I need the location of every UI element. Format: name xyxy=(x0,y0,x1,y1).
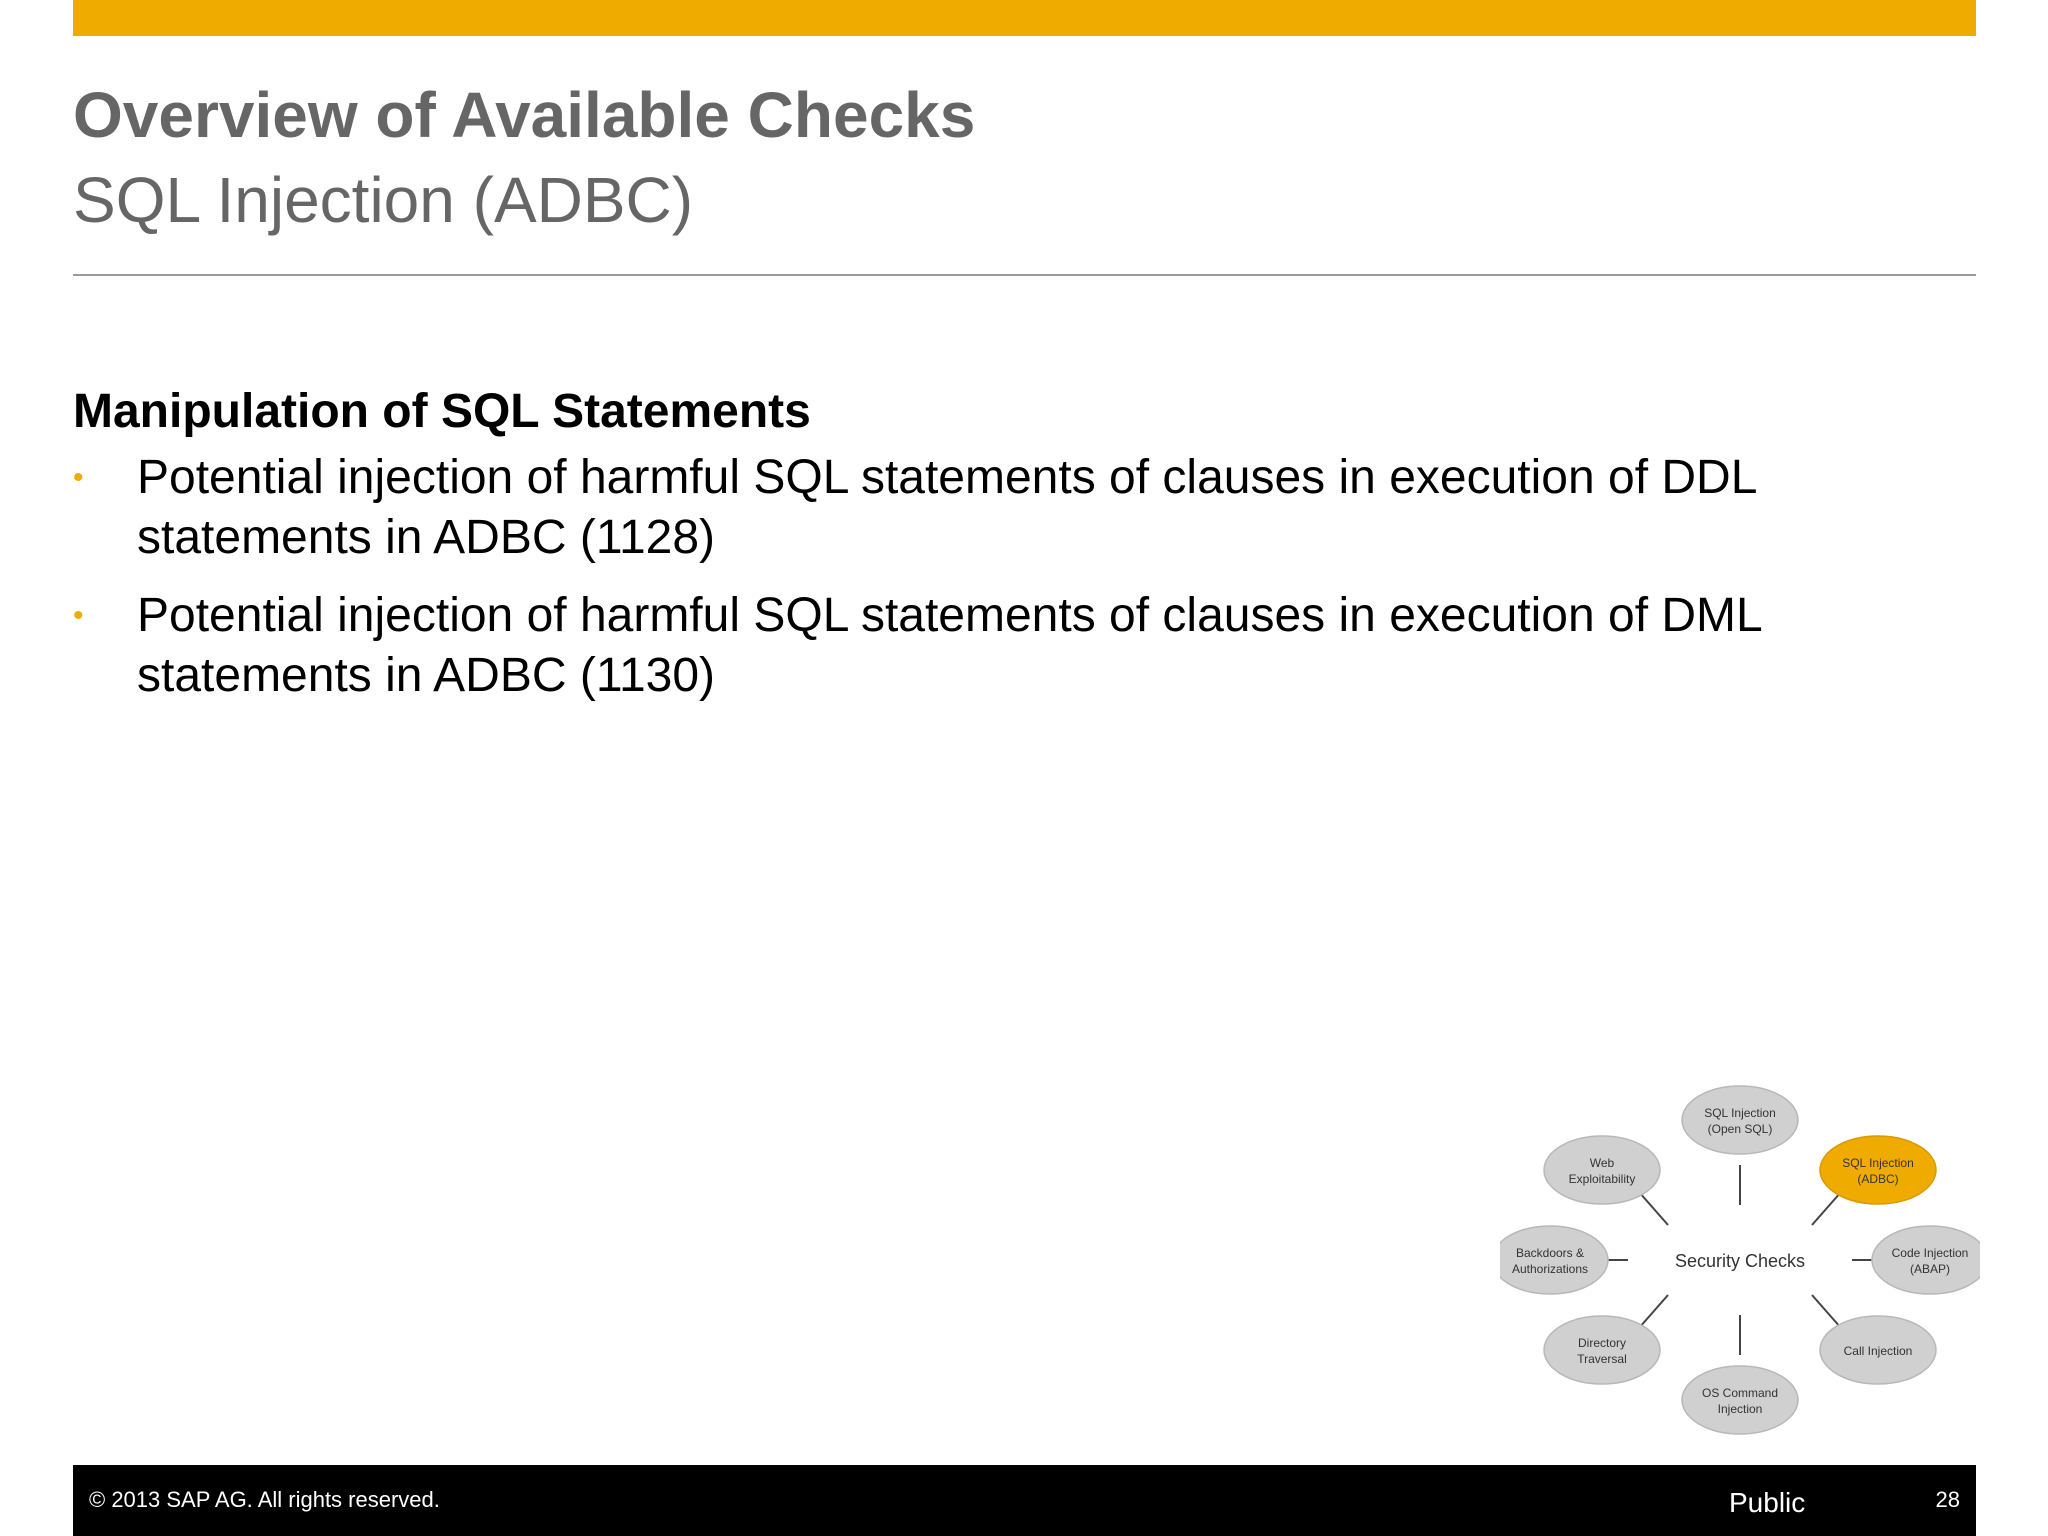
diagram-node-sql-adbc: SQL Injection (ADBC) xyxy=(1819,1135,1937,1205)
diagram-node-label: SQL Injection xyxy=(1842,1156,1914,1170)
bullet-text-line2: statements in ADBC (1128) xyxy=(137,511,716,564)
diagram-node-label: Authorizations xyxy=(1512,1262,1588,1276)
bullet-item-dml: • Potential injection of harmful SQL sta… xyxy=(73,586,1953,706)
diagram-spoke xyxy=(1638,1191,1669,1226)
slide-title: Overview of Available Checks xyxy=(73,79,976,151)
bullet-dot-icon: • xyxy=(73,599,84,632)
diagram-spoke xyxy=(1811,1191,1842,1226)
diagram-node-backdoors: Backdoors & Authorizations xyxy=(1500,1225,1609,1295)
diagram-node-label: (ABAP) xyxy=(1910,1262,1950,1276)
diagram-node-label: Code Injection xyxy=(1892,1246,1969,1260)
diagram-center-label: Security Checks xyxy=(1675,1251,1805,1271)
security-checks-diagram: SQL Injection (Open SQL) SQL Injection (ADB… xyxy=(1500,1085,1980,1435)
diagram-node-label: Exploitability xyxy=(1569,1172,1636,1186)
top-accent-bar xyxy=(73,0,1976,36)
diagram-node-call-injection: Call Injection xyxy=(1819,1315,1937,1385)
diagram-node-label: Traversal xyxy=(1577,1352,1627,1366)
bullet-text-line1: Potential injection of harmful SQL state… xyxy=(137,451,1758,504)
diagram-spoke xyxy=(1811,1294,1842,1329)
diagram-node-label: OS Command xyxy=(1702,1386,1778,1400)
diagram-node-label: Web xyxy=(1590,1156,1615,1170)
diagram-node-ellipse xyxy=(1681,1365,1799,1435)
diagram-node-label: Call Injection xyxy=(1844,1344,1913,1358)
section-heading: Manipulation of SQL Statements xyxy=(73,385,811,438)
classification-label: Public xyxy=(1729,1487,1806,1518)
diagram-node-code-injection: Code Injection (ABAP) xyxy=(1871,1225,1980,1295)
diagram-node-ellipse xyxy=(1500,1225,1609,1295)
diagram-node-ellipse xyxy=(1681,1085,1799,1155)
diagram-node-ellipse xyxy=(1871,1225,1980,1295)
slide-content: Manipulation of SQL Statements • Potenti… xyxy=(73,382,1953,724)
diagram-node-label: Backdoors & xyxy=(1516,1246,1584,1260)
diagram-node-label: (Open SQL) xyxy=(1708,1122,1773,1136)
diagram-nodes: SQL Injection (Open SQL) SQL Injection (ADB… xyxy=(1500,1085,1980,1435)
bullet-item-ddl: • Potential injection of harmful SQL sta… xyxy=(73,448,1953,568)
page-number: 28 xyxy=(1935,1487,1960,1512)
diagram-node-label: Injection xyxy=(1718,1402,1763,1416)
diagram-node-ellipse xyxy=(1819,1315,1937,1385)
diagram-node-ellipse xyxy=(1543,1315,1661,1385)
diagram-node-label: (ADBC) xyxy=(1857,1172,1898,1186)
bullet-text-line2: statements in ADBC (1130) xyxy=(137,649,716,702)
diagram-node-label: SQL Injection xyxy=(1704,1106,1776,1120)
bullet-text-line1: Potential injection of harmful SQL state… xyxy=(137,589,1763,642)
diagram-node-ellipse xyxy=(1543,1135,1661,1205)
bullet-dot-icon: • xyxy=(73,461,84,494)
copyright-text: © 2013 SAP AG. All rights reserved. xyxy=(89,1487,440,1512)
diagram-node-ellipse xyxy=(1819,1135,1937,1205)
diagram-node-label: Directory xyxy=(1578,1336,1626,1350)
diagram-node-sql-open: SQL Injection (Open SQL) xyxy=(1681,1085,1799,1155)
diagram-spoke xyxy=(1638,1294,1669,1329)
footer-bar: © 2013 SAP AG. All rights reserved. Publ… xyxy=(73,1465,1976,1536)
title-divider xyxy=(73,274,1976,276)
slide-subtitle: SQL Injection (ADBC) xyxy=(73,164,694,236)
bullet-list: • Potential injection of harmful SQL sta… xyxy=(73,448,1953,706)
